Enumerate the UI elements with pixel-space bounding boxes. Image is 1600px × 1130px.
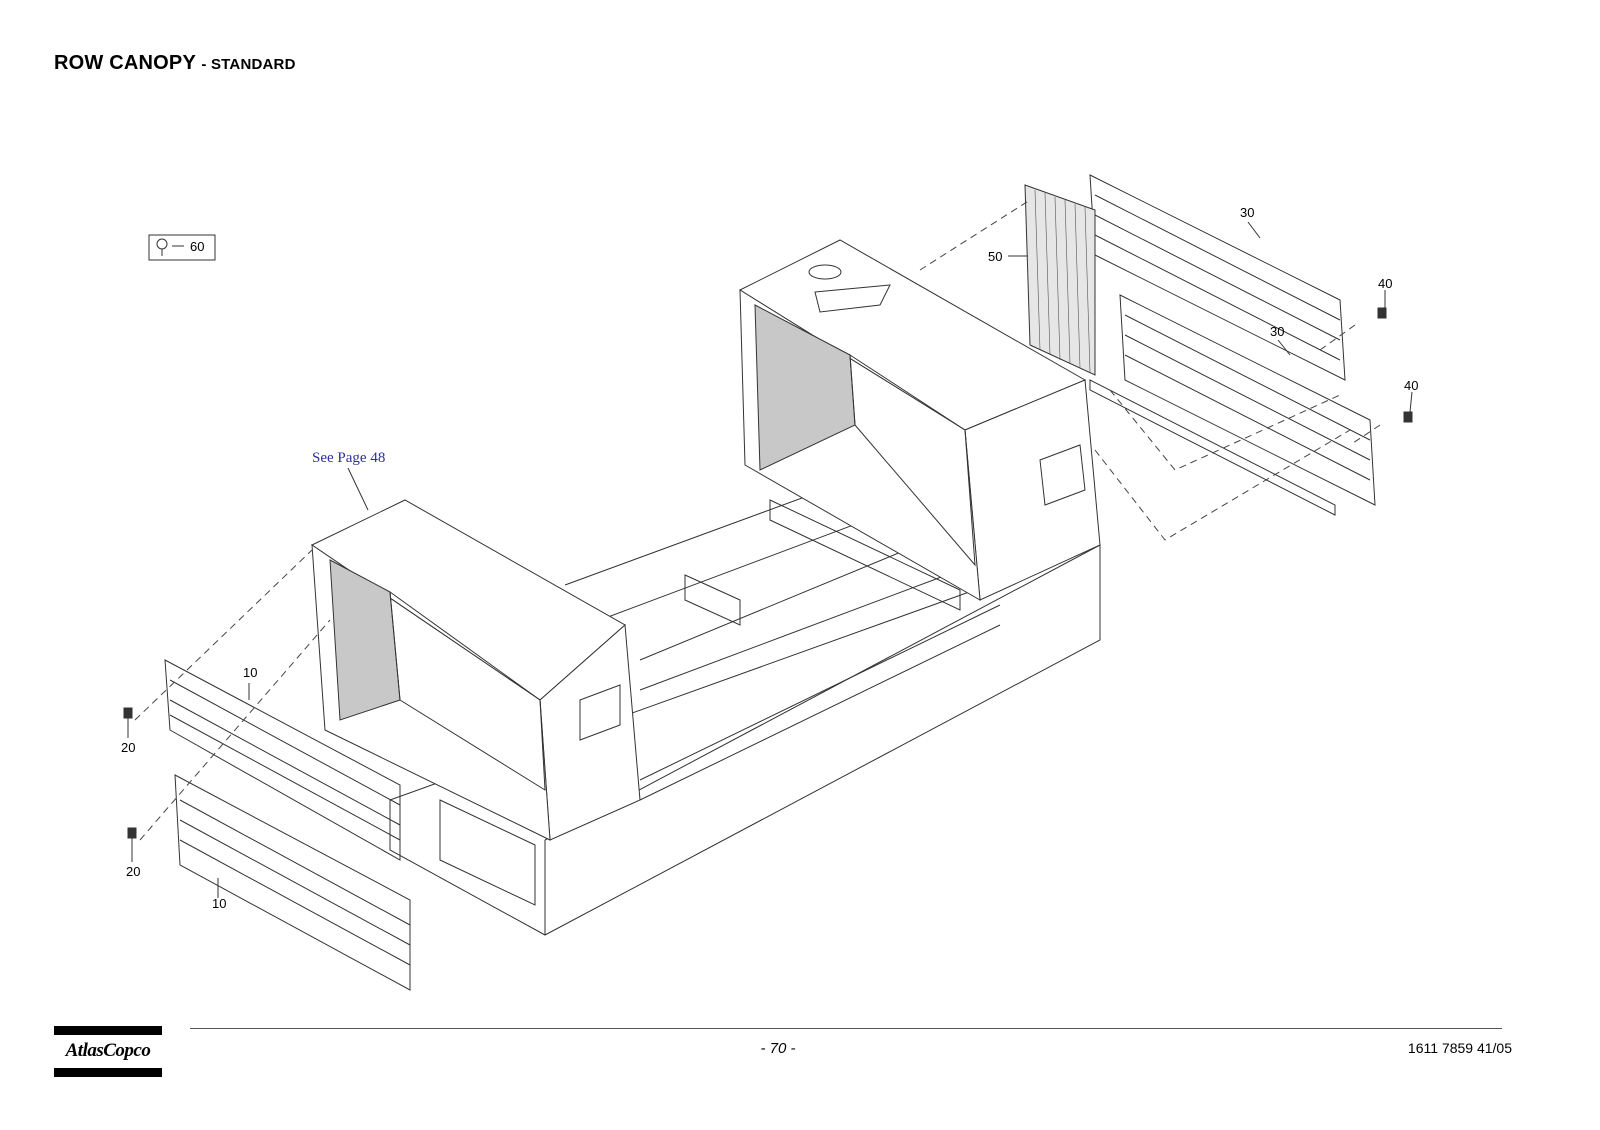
fastener-symbol-icon [156,238,168,256]
callout-40-upper: 40 [1378,276,1392,291]
callout-50: 50 [988,249,1002,264]
logo-bottom-bar [54,1068,162,1077]
logo-wordmark: AtlasCopco [65,1040,151,1061]
callout-40-lower: 40 [1404,378,1418,393]
see-page-reference: See Page 48 [312,450,385,466]
callout-20-lower: 20 [126,864,140,879]
callout-30-lower: 30 [1270,324,1284,339]
callout-10-upper: 10 [243,665,257,680]
atlas-copco-logo: AtlasCopco [54,1026,162,1080]
callout-60: 60 [190,239,204,254]
page-title: ROW CANOPY - STANDARD [54,52,296,75]
footer-rule [190,1028,1502,1029]
callout-30-upper: 30 [1240,205,1254,220]
title-subtitle: - STANDARD [201,56,296,73]
title-main: ROW CANOPY [54,52,196,74]
callout-20-upper: 20 [121,740,135,755]
page-number: - 70 - [760,1040,796,1057]
frame-linework [123,174,1413,991]
callout-10-lower: 10 [212,896,226,911]
document-number: 1611 7859 41/05 [1407,1040,1512,1056]
logo-top-bar [54,1026,162,1035]
